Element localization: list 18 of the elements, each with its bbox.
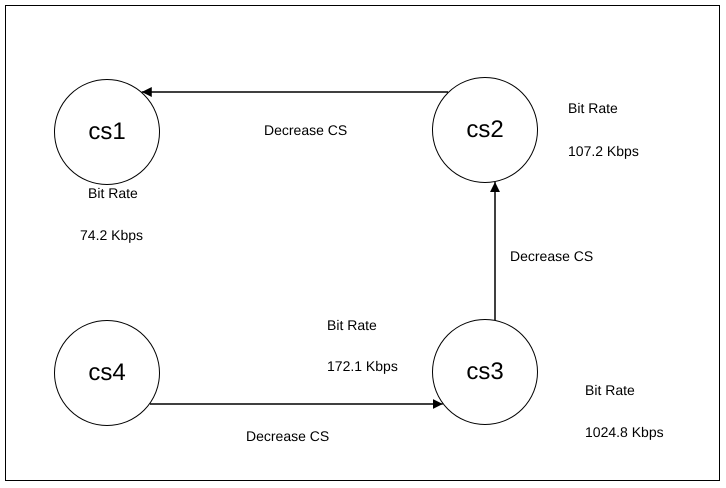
node-label: cs1 bbox=[88, 118, 126, 146]
node-label: cs3 bbox=[466, 358, 504, 386]
bit-rate-text: 74.2 Kbps bbox=[80, 227, 144, 243]
bit-rate-text: Bit Rate bbox=[88, 185, 138, 201]
arrow bbox=[490, 182, 500, 320]
edge-label: Decrease CS bbox=[244, 428, 332, 444]
bit-rate-text: Bit Rate bbox=[585, 382, 635, 398]
bit-rate-text: Bit Rate bbox=[568, 100, 618, 116]
bit-rate-text: Bit Rate bbox=[327, 317, 377, 333]
edge-label: Decrease CS bbox=[262, 122, 350, 138]
bit-rate-text: 172.1 Kbps bbox=[327, 358, 398, 374]
bit-rate-text: 107.2 Kbps bbox=[568, 143, 639, 159]
arrow bbox=[150, 399, 443, 409]
edge-label: Decrease CS bbox=[508, 248, 596, 264]
node-label: cs4 bbox=[88, 359, 126, 387]
arrow bbox=[142, 87, 448, 97]
node-label: cs2 bbox=[466, 116, 504, 144]
bit-rate-text: 1024.8 Kbps bbox=[585, 424, 664, 440]
